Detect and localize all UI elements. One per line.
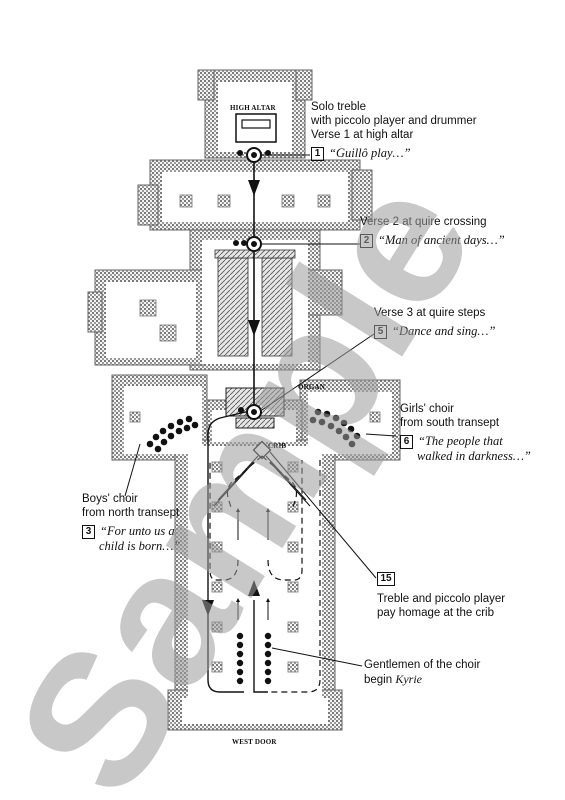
- station-number: 15: [377, 572, 395, 586]
- annotation-line: Girls' choir: [400, 403, 454, 415]
- high-altar-label: HIGH ALTAR: [230, 104, 276, 112]
- crib: [252, 440, 272, 460]
- girls-choir-dots: [309, 408, 361, 448]
- annotation-boys-choir: Boys' choir from north transept 3 “For un…: [82, 492, 180, 554]
- annotation-line: from south transept: [400, 417, 500, 429]
- annotation-line: Solo treble: [311, 101, 366, 113]
- annotation-quote: walked in darkness…”: [417, 449, 531, 463]
- station-number: 6: [400, 434, 413, 449]
- annotation-quote: “For unto us a: [100, 524, 175, 538]
- annotation-quote: “Man of ancient days…”: [378, 233, 505, 247]
- west-door-label: WEST DOOR: [232, 738, 277, 746]
- annotation-quote: child is born…”: [99, 539, 181, 553]
- organ-label: ORGAN: [298, 383, 326, 391]
- annotation-verse-2: Verse 2 at quire crossing 2 “Man of ancie…: [360, 215, 505, 248]
- annotation-line: begin: [364, 674, 396, 686]
- station-number: 1: [311, 146, 324, 161]
- boys-choir-dots: [146, 415, 199, 453]
- choir-stalls: [214, 249, 296, 357]
- annotation-line: Verse 3 at quire steps: [374, 307, 486, 319]
- outer-loop-path: [207, 409, 255, 693]
- annotation-line: Verse 1 at high altar: [311, 129, 414, 141]
- dashed-procession-paths: [209, 455, 321, 693]
- station-number: 2: [360, 233, 373, 248]
- annotation-line: pay homage at the crib: [377, 607, 494, 620]
- annotation-quote: “Guillô play…”: [329, 146, 411, 160]
- annotation-kyrie: Kyrie: [395, 672, 423, 686]
- leader-lines: [124, 154, 397, 667]
- crib-approach-lines: [213, 455, 311, 507]
- station-number: 3: [82, 524, 95, 539]
- arrow-down-2: [248, 320, 260, 336]
- arrow-down-1: [248, 180, 260, 196]
- station-5-marker: [238, 404, 262, 420]
- annotation-line: Treble and piccolo player: [377, 593, 506, 606]
- annotation-line: Verse 2 at quire crossing: [360, 216, 487, 228]
- arrow-up-1: [248, 580, 260, 596]
- annotation-line: Gentlemen of the choir: [364, 659, 481, 671]
- annotation-line: with piccolo player and drummer: [311, 115, 477, 127]
- annotation-quote: “Dance and sing…”: [392, 324, 496, 338]
- annotation-crib-homage: 15 Treble and piccolo player pay homage …: [377, 572, 505, 620]
- crib-label: CRIB: [268, 442, 287, 450]
- gentlemen-choir-dots: [236, 632, 272, 685]
- annotation-line: from north transept: [82, 507, 180, 519]
- annotation-girls-choir: Girls' choir from south transept 6 “The p…: [400, 402, 531, 464]
- annotation-quote: “The people that: [418, 434, 503, 448]
- annotation-gentlemen: Gentlemen of the choir begin Kyrie: [364, 658, 480, 687]
- station-number: 5: [374, 324, 387, 339]
- pillars: [129, 194, 381, 673]
- annotation-verse-3: Verse 3 at quire steps 5 “Dance and sing……: [374, 306, 495, 339]
- small-arrows: [236, 508, 270, 620]
- annotation-verse-1: Solo treble with piccolo player and drum…: [311, 100, 477, 161]
- annotation-line: Boys' choir: [82, 493, 138, 505]
- station-2-marker: [233, 236, 262, 252]
- outer-loop-path-right: [253, 600, 268, 693]
